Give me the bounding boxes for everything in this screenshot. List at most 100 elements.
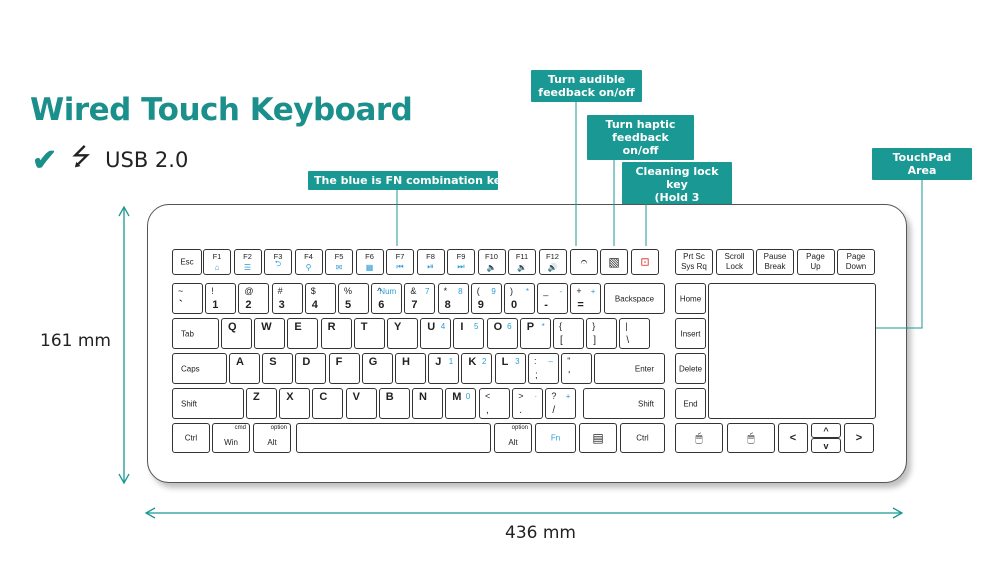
key-haptic-toggle[interactable]: ▧ bbox=[600, 249, 628, 275]
key-e[interactable]: E bbox=[287, 318, 319, 349]
key-space[interactable] bbox=[296, 423, 491, 453]
key-c[interactable]: C bbox=[312, 388, 344, 419]
key-arrow-right[interactable]: > bbox=[844, 423, 874, 453]
key-backspace[interactable]: Backspace bbox=[604, 283, 665, 314]
key-bracket-0[interactable]: {[ bbox=[553, 318, 584, 349]
key-r[interactable]: R bbox=[320, 318, 352, 349]
key-num-0[interactable]: ~` bbox=[172, 283, 203, 314]
key-f8[interactable]: F8⏯ bbox=[416, 249, 445, 275]
key-quote-1[interactable]: "' bbox=[561, 353, 593, 384]
check-icon: ✔ bbox=[32, 143, 58, 177]
key-num-2[interactable]: @2 bbox=[238, 283, 270, 314]
key-v[interactable]: V bbox=[345, 388, 377, 419]
key-f7[interactable]: F7⏮ bbox=[386, 249, 414, 275]
key-f5[interactable]: F5✉ bbox=[325, 249, 353, 275]
key-punct-1[interactable]: >.· bbox=[512, 388, 544, 419]
key-h[interactable]: H bbox=[395, 353, 426, 384]
touchpad-area[interactable] bbox=[708, 283, 876, 419]
key-f2[interactable]: F2☰ bbox=[233, 249, 262, 275]
key-bracket-2[interactable]: |\ bbox=[619, 318, 651, 349]
key-num-3[interactable]: #3 bbox=[271, 283, 303, 314]
callout-fn: The blue is FN combination keys bbox=[308, 171, 515, 190]
key-end[interactable]: End bbox=[675, 388, 706, 419]
key-mouse-left-click[interactable]: 🖱 bbox=[675, 423, 723, 453]
key-f10[interactable]: F10🔈 bbox=[477, 249, 506, 275]
key-punct-2[interactable]: ?/+ bbox=[545, 388, 577, 419]
key-shift-right[interactable]: Shift bbox=[583, 388, 665, 419]
key-delete[interactable]: Delete bbox=[675, 353, 706, 384]
key-ctrl-right[interactable]: Ctrl bbox=[620, 423, 665, 453]
key-punct-0[interactable]: <, bbox=[479, 388, 510, 419]
key-g[interactable]: G bbox=[361, 353, 393, 384]
key-w[interactable]: W bbox=[254, 318, 286, 349]
key-caps[interactable]: Caps bbox=[172, 353, 227, 384]
key-num-5[interactable]: %5 bbox=[338, 283, 369, 314]
key-num-4[interactable]: $4 bbox=[304, 283, 336, 314]
key-num-12[interactable]: +=+ bbox=[570, 283, 602, 314]
key-num-11[interactable]: _-- bbox=[537, 283, 569, 314]
callout-audible: Turn audible feedback on/off bbox=[531, 70, 642, 102]
callout-haptic: Turn haptic feedback on/off bbox=[587, 115, 694, 160]
key-f1[interactable]: F1⌂ bbox=[203, 249, 231, 275]
key-shift-left[interactable]: Shift bbox=[172, 388, 244, 419]
key-num-1[interactable]: !1 bbox=[205, 283, 237, 314]
key-bracket-1[interactable]: }] bbox=[586, 318, 618, 349]
key-q[interactable]: Q bbox=[221, 318, 252, 349]
key-menu[interactable]: ▤ bbox=[579, 423, 617, 453]
key-num-10[interactable]: )0* bbox=[504, 283, 535, 314]
key-f12[interactable]: F12🔊 bbox=[538, 249, 567, 275]
key-mouse-right-click[interactable]: 🖱 bbox=[727, 423, 775, 453]
key-fn[interactable]: Fn bbox=[535, 423, 576, 453]
key-arrow-left[interactable]: < bbox=[778, 423, 808, 453]
key-x[interactable]: X bbox=[279, 388, 311, 419]
key-insert[interactable]: Insert bbox=[675, 318, 706, 349]
key-arrow-up[interactable]: ^ bbox=[811, 423, 841, 438]
key-f11[interactable]: F11🔉 bbox=[508, 249, 536, 275]
key-audible-toggle[interactable]: 𝄐 bbox=[570, 249, 598, 275]
key-cleaning-lock[interactable]: ⊡ bbox=[631, 249, 659, 275]
key-a[interactable]: A bbox=[229, 353, 260, 384]
key-d[interactable]: D bbox=[295, 353, 327, 384]
key-z[interactable]: Z bbox=[246, 388, 277, 419]
key-enter[interactable]: Enter bbox=[594, 353, 665, 384]
key-arrow-down[interactable]: v bbox=[811, 438, 841, 453]
key-f4[interactable]: F4⚲ bbox=[294, 249, 323, 275]
key-home[interactable]: Home bbox=[675, 283, 706, 314]
usb-label: USB 2.0 bbox=[105, 148, 189, 172]
usb-spec: ✔ ⭍ USB 2.0 bbox=[32, 143, 188, 177]
key-b[interactable]: B bbox=[378, 388, 410, 419]
key-f[interactable]: F bbox=[328, 353, 360, 384]
key-tab[interactable]: Tab bbox=[172, 318, 219, 349]
key-ctrl-left[interactable]: Ctrl bbox=[172, 423, 210, 453]
key-f9[interactable]: F9⏭ bbox=[447, 249, 475, 275]
key-t[interactable]: T bbox=[353, 318, 385, 349]
key-f6[interactable]: F6▦ bbox=[355, 249, 384, 275]
key-p[interactable]: P* bbox=[519, 318, 551, 349]
key-quote-0[interactable]: :;– bbox=[528, 353, 559, 384]
key-s[interactable]: S bbox=[262, 353, 294, 384]
width-dimension: 436 mm bbox=[505, 523, 576, 543]
key-esc[interactable]: Esc bbox=[172, 249, 202, 275]
key-f3[interactable]: F3⮌ bbox=[264, 249, 292, 275]
key-n[interactable]: N bbox=[412, 388, 443, 419]
key-y[interactable]: Y bbox=[387, 318, 418, 349]
